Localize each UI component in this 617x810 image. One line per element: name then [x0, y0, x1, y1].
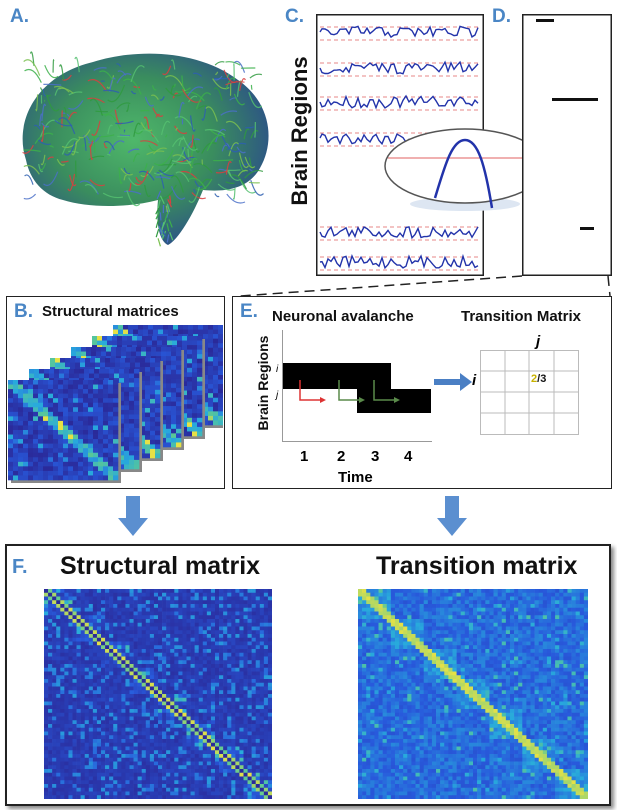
time-tick-2: 2	[337, 448, 346, 465]
zoom-connector	[239, 275, 611, 297]
transition-cell-value: 2/3	[531, 373, 546, 385]
avalanche-xlabel: Time	[338, 469, 373, 486]
panel-d-label: D.	[492, 6, 511, 27]
transition-arrow	[434, 373, 472, 391]
time-tick-4: 4	[404, 448, 413, 465]
matrix-row-label: i	[472, 372, 477, 389]
cell-separator: /	[537, 373, 541, 385]
zoom-ellipse	[384, 128, 546, 211]
time-tick-1: 1	[300, 448, 309, 465]
row-j-label: j	[276, 390, 279, 401]
cell-numerator: 2	[531, 373, 538, 385]
structural-matrix-heatmap	[44, 589, 272, 799]
avalanche-plot	[282, 330, 432, 442]
panel-f-label: F.	[12, 556, 28, 578]
time-tick-3: 3	[371, 448, 380, 465]
brain-fibers	[22, 51, 264, 247]
panel-f-left-title: Structural matrix	[60, 552, 261, 580]
panel-f-right-title: Transition matrix	[376, 552, 578, 580]
down-arrow-right	[437, 496, 467, 536]
matrix-col-label: j	[536, 333, 541, 350]
down-arrow-left	[118, 496, 148, 536]
event-panel	[522, 14, 612, 276]
cell-denominator: 3	[540, 373, 547, 385]
panel-b-label: B.	[14, 301, 33, 322]
row-i-label: i	[276, 364, 279, 375]
panel-a-label: A.	[10, 6, 29, 27]
transition-title: Transition Matrix	[461, 308, 582, 325]
signal-traces	[319, 25, 480, 271]
transition-grid	[480, 350, 579, 435]
avalanche-title: Neuronal avalanche	[272, 308, 414, 325]
stacked-matrices	[8, 325, 223, 483]
panel-e-label: E.	[240, 301, 258, 322]
panel-b-title: Structural matrices	[42, 303, 179, 320]
transition-matrix-heatmap	[358, 589, 588, 799]
panel-c-label: C.	[285, 6, 304, 27]
avalanche-ylabel: Brain Regions	[255, 335, 271, 431]
brain-tractography-image	[22, 51, 269, 247]
